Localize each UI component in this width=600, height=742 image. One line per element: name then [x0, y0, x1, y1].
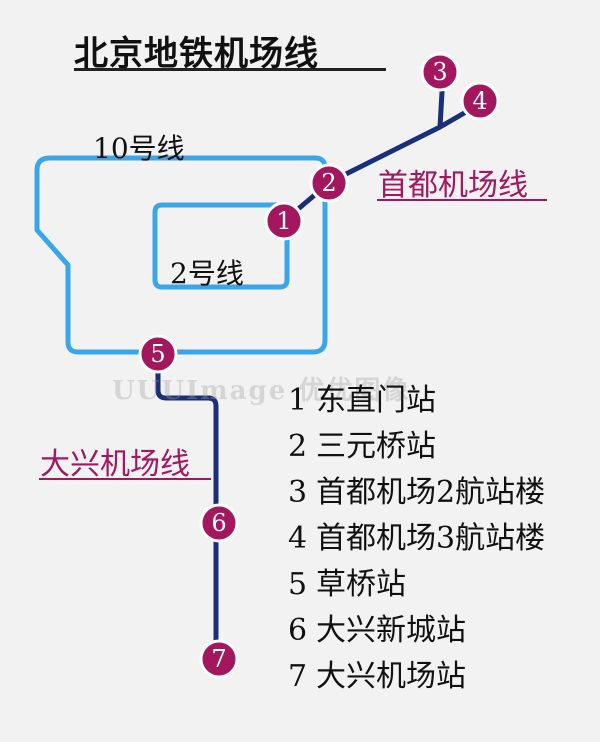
- station-marker-label: 1: [276, 207, 291, 235]
- title-underline: [74, 68, 386, 71]
- station-marker-label: 3: [432, 58, 447, 86]
- legend-station-name: 东直门站: [316, 383, 436, 418]
- legend-number: 2: [288, 429, 308, 464]
- line-10-loop: [34, 155, 328, 355]
- station-marker-label: 5: [150, 340, 165, 368]
- station-marker-5[interactable]: 5: [138, 334, 178, 374]
- station-marker-7[interactable]: 7: [199, 639, 239, 679]
- station-marker-label: 7: [211, 645, 226, 673]
- line-2-label: 2号线: [170, 257, 244, 290]
- station-marker-label: 4: [472, 87, 487, 115]
- watermark: UUUImage 优优图像: [112, 376, 411, 406]
- station-marker-3[interactable]: 3: [420, 52, 460, 92]
- station-marker-6[interactable]: 6: [199, 503, 239, 543]
- legend-number: 5: [288, 567, 308, 602]
- legend-number: 4: [288, 521, 308, 556]
- line-10-label: 10号线: [93, 132, 185, 165]
- legend-station-name: 首都机场2航站楼: [316, 475, 546, 510]
- station-marker-4[interactable]: 4: [460, 81, 500, 121]
- legend-station-name: 首都机场3航站楼: [316, 521, 546, 556]
- map-title: 北京地铁机场线: [74, 34, 319, 74]
- legend-station-name: 大兴新城站: [316, 613, 466, 648]
- airport-express-line: [281, 89, 469, 224]
- legend-station-name: 草桥站: [316, 567, 406, 602]
- station-marker-1[interactable]: 1: [264, 201, 304, 241]
- airport-express-label: 首都机场线: [378, 168, 528, 203]
- legend-station-name: 三元桥站: [316, 429, 436, 464]
- airport-express-underline: [377, 199, 547, 201]
- station-marker-2[interactable]: 2: [309, 163, 349, 203]
- daxing-express-label: 大兴机场线: [40, 447, 190, 482]
- daxing-express-underline: [39, 478, 211, 480]
- legend-number: 1: [288, 383, 308, 418]
- station-marker-label: 6: [211, 509, 226, 537]
- legend-number: 6: [288, 613, 308, 648]
- legend-number: 3: [288, 475, 308, 510]
- legend-station-name: 大兴机场站: [316, 659, 466, 694]
- station-marker-label: 2: [321, 169, 336, 197]
- daxing-express-line: [155, 351, 219, 663]
- legend-number: 7: [288, 659, 308, 694]
